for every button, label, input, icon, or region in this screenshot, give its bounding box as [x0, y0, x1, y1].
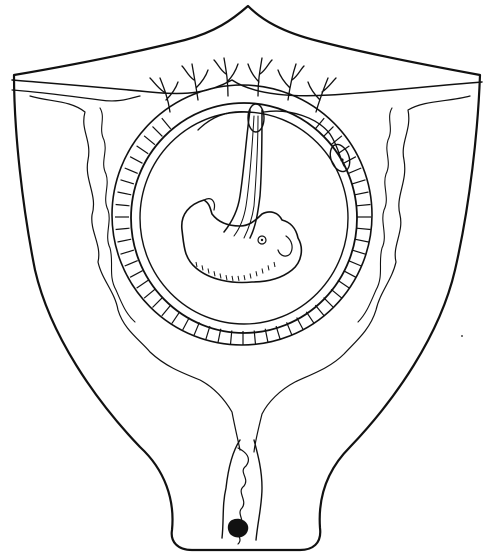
villus-tick [137, 146, 149, 154]
villus-tick [125, 168, 138, 173]
villus-tick [116, 205, 130, 206]
mucus-plug-dark [228, 519, 248, 538]
somite-tick [244, 275, 245, 280]
amnion-fold-left [198, 112, 248, 130]
somite-tick [214, 271, 215, 276]
villus-tick [348, 261, 361, 266]
villus-tick [153, 127, 163, 137]
villus-tick [352, 180, 365, 184]
villus-tick [172, 312, 180, 324]
villus-tick [357, 228, 371, 229]
villus-tick [118, 192, 132, 195]
somite-tick [208, 269, 209, 274]
villus-tick [206, 326, 210, 339]
umbilical-stalk-left [224, 110, 250, 232]
villus-tick [352, 250, 365, 254]
speck [461, 335, 463, 337]
villus-tick [344, 271, 356, 278]
villus-tick [162, 118, 171, 129]
villus-tick [331, 136, 342, 145]
somite-tick [226, 275, 227, 280]
villus-tick [130, 271, 142, 278]
villus-tick [315, 305, 324, 316]
villus-tick [118, 239, 132, 242]
villus-tick [144, 136, 155, 145]
villus-tick [357, 205, 371, 206]
villus-tick [348, 168, 361, 173]
somite-tick [232, 276, 233, 281]
villus-tick [355, 239, 369, 242]
somite-tick [220, 274, 221, 279]
umbilical-vessel-1 [234, 116, 254, 236]
villus-tick [121, 250, 134, 254]
villus-tick [125, 261, 138, 266]
villus-tick [121, 180, 134, 184]
villus-tick [153, 298, 163, 308]
villus-tick [130, 157, 142, 164]
fundus-line-upper [12, 80, 482, 96]
villus-tick [338, 280, 350, 288]
embryo [182, 200, 302, 282]
decidua-capsularis [131, 103, 357, 333]
villus-tick [306, 312, 314, 324]
villus-tick [331, 289, 342, 298]
chorion-outer [112, 85, 372, 345]
somite-tick [238, 276, 239, 281]
villus-tick [144, 289, 155, 298]
somite-tick [268, 265, 269, 270]
somite-tick [274, 262, 275, 267]
villus-tick [183, 318, 190, 330]
amnion-fold-right [264, 111, 344, 166]
somite-tick [262, 269, 263, 274]
somite-tick [256, 271, 257, 276]
amnion [140, 112, 348, 324]
cervical-canal-right [254, 440, 262, 540]
villus-tick [116, 228, 130, 229]
villus-tick [355, 192, 369, 195]
villus-tick [137, 280, 149, 288]
somite-tick [202, 265, 203, 270]
villus-tick [297, 318, 304, 330]
somite-tick [250, 274, 251, 279]
cavity-line-right [358, 108, 392, 322]
embryo-eye-pupil [261, 239, 263, 241]
fundus-line-lower [12, 90, 140, 101]
embryo-somites [196, 262, 275, 281]
villus-tick [194, 322, 199, 335]
somite-tick [196, 262, 197, 267]
yolk-sac-dot [340, 158, 343, 161]
villus-tick [324, 298, 334, 308]
embryo-tail [278, 236, 292, 256]
villus-tick [162, 305, 171, 316]
cavity-line-left [100, 108, 135, 322]
